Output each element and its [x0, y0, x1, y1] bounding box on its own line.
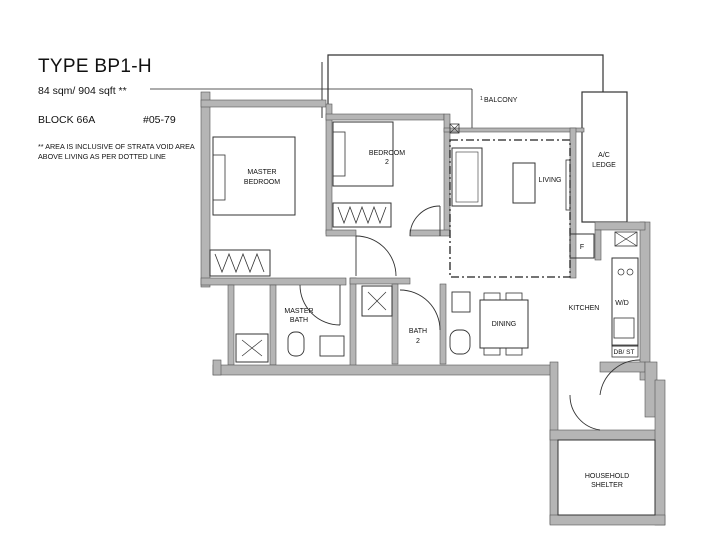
ac-ledge-label-2: LEDGE	[592, 162, 616, 169]
master-bath-label-2: BATH	[290, 317, 308, 324]
unit-area: 84 sqm/ 904 sqft **	[38, 85, 127, 97]
bath2-shower	[361, 285, 393, 317]
strata-void-note: ** AREA IS INCLUSIVE OF STRATA VOID AREA…	[38, 142, 195, 161]
shelter-label-2: SHELTER	[591, 482, 623, 489]
coffee-table	[512, 162, 536, 204]
tv-console	[565, 159, 571, 211]
kitchen-label: KITCHEN	[569, 305, 600, 312]
room-labels: 1 BALCONY A/C LEDGE MASTER BEDROOM BEDRO…	[244, 96, 635, 489]
fridge	[569, 233, 595, 259]
shelter-label-1: HOUSEHOLD	[585, 473, 629, 480]
living-label: LIVING	[539, 177, 562, 184]
bath2-label-2: 2	[416, 338, 420, 345]
shelter-room	[557, 439, 656, 516]
dining-label: DINING	[492, 321, 517, 328]
kitchen-counter	[611, 257, 639, 347]
bedroom2-label-2: 2	[385, 159, 389, 166]
bath2-basin	[451, 291, 471, 313]
ac-ledge-label-1: A/C	[598, 152, 610, 159]
db-st-box	[611, 344, 639, 358]
bath2-label-1: BATH	[409, 328, 427, 335]
service-box	[449, 123, 460, 134]
bath2-toilet	[449, 329, 471, 355]
master-wardrobe	[209, 249, 271, 277]
balcony-railing	[327, 54, 604, 92]
unit-type-title: TYPE BP1-H	[38, 56, 152, 77]
bedroom2-wardrobe	[332, 202, 392, 228]
walls	[200, 91, 666, 526]
balcony-mark: 1	[480, 96, 483, 102]
master-basin	[319, 335, 345, 357]
master-bedroom-label-2: BEDROOM	[244, 179, 280, 186]
balcony-label: BALCONY	[484, 97, 518, 104]
washer-dryer-label: W/D	[615, 300, 629, 307]
master-bed-pillow	[212, 154, 226, 201]
master-bedroom-label-1: MASTER	[247, 169, 276, 176]
block-number: BLOCK 66A	[38, 114, 96, 126]
master-bath-label-1: MASTER	[284, 308, 313, 315]
living-sofa	[451, 147, 483, 207]
dining-table	[479, 299, 529, 349]
fridge-label: F	[580, 244, 584, 251]
master-toilet	[287, 331, 305, 357]
db-st-label: DB/ ST	[614, 349, 635, 356]
doors	[299, 205, 641, 431]
master-shower	[235, 333, 269, 363]
unit-number: #05-79	[143, 114, 176, 126]
ac-unit	[614, 231, 638, 247]
bedroom2-label-1: BEDROOM	[369, 150, 405, 157]
strata-void-line	[449, 139, 571, 278]
